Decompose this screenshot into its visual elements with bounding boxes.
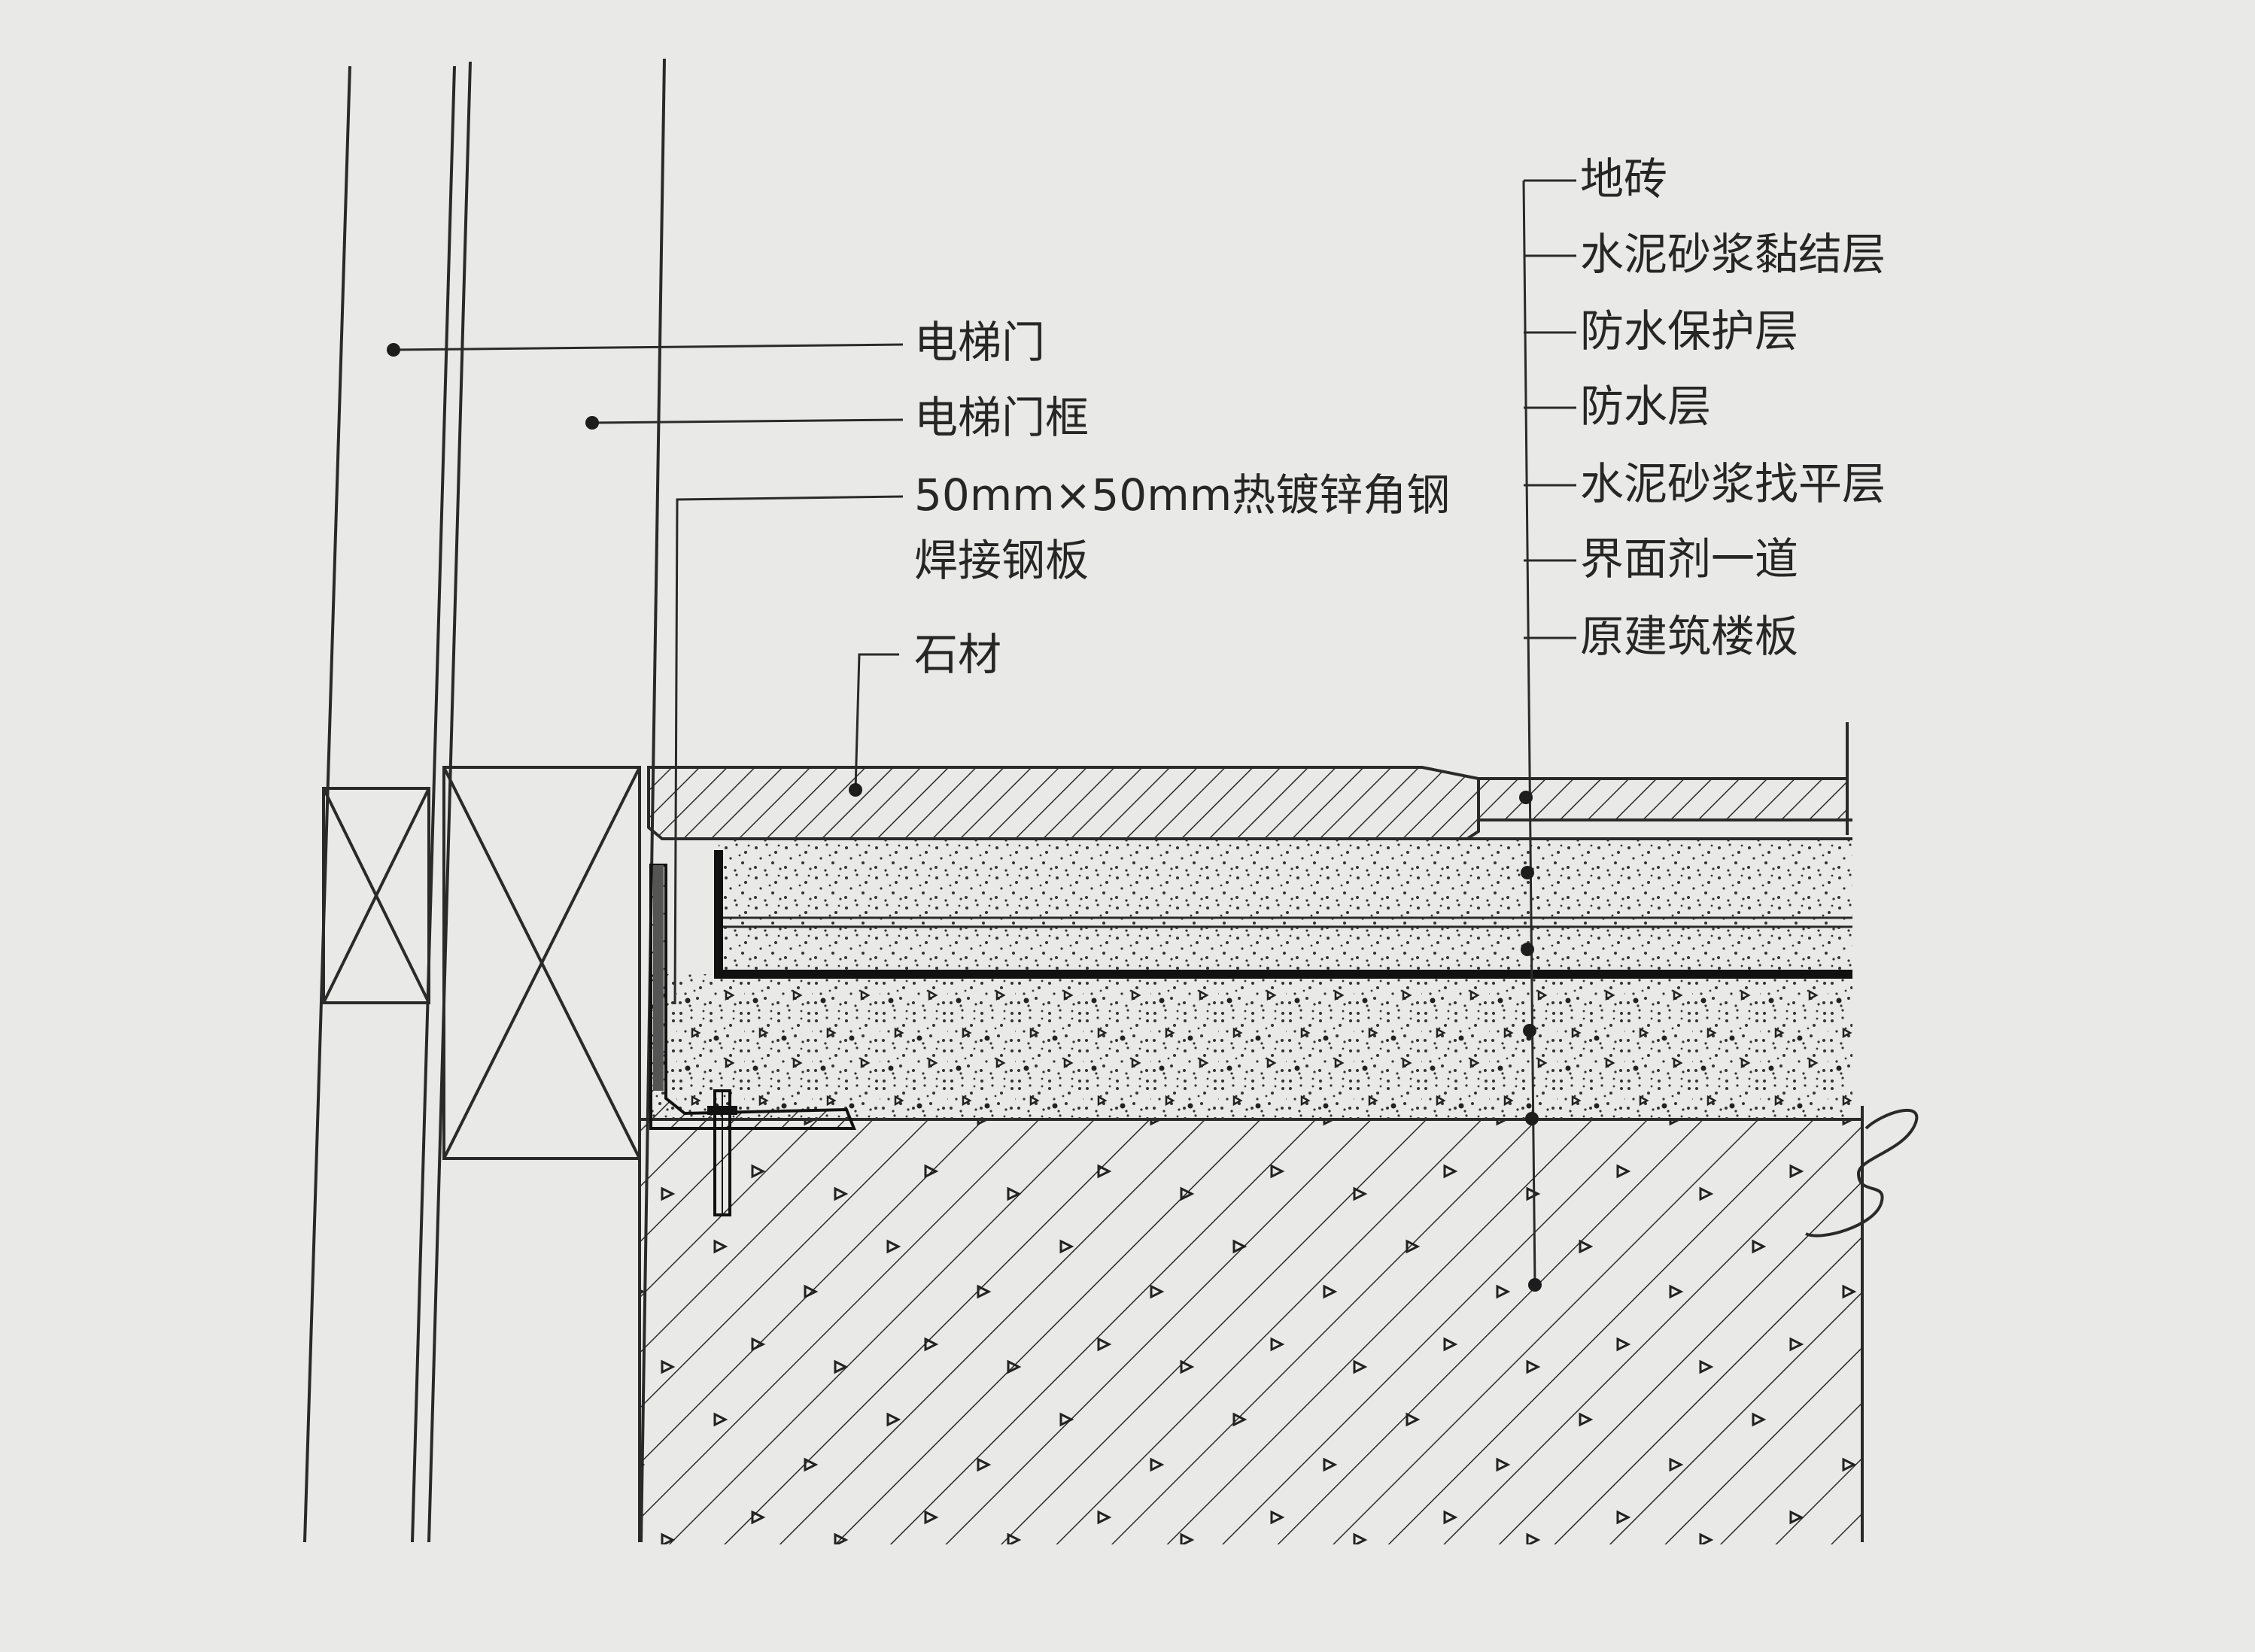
stone-leader-dot [849,783,862,797]
left-leaders [393,343,904,1005]
stone-threshold [647,766,1480,840]
label-elevator-door: 电梯门 [914,317,1045,368]
door-leader-dot [387,343,400,357]
label-angle-steel: 50mm×50mm热镀锌角钢 [914,469,1450,521]
label-elevator-door-frame: 电梯门框 [914,392,1089,443]
door-frame-box [442,766,641,1160]
break-line [1805,1108,1919,1237]
right-leader-dots [1519,791,1542,1292]
label-leveling-mortar: 水泥砂浆找平层 [1580,458,1886,509]
structural-slab [638,1106,1864,1544]
label-stone: 石材 [914,629,1001,680]
bonding-mortar-layer [719,839,1852,922]
anchor-bolt [707,1089,737,1216]
right-leaders [1522,179,1576,1287]
waterproof-layer [714,850,1852,979]
floor-tile [1477,777,1849,821]
label-waterproof-layer: 防水层 [1580,381,1711,432]
label-interface-agent: 界面剂一道 [1580,533,1798,585]
label-bonding-mortar: 水泥砂浆黏结层 [1580,229,1886,280]
galvanized-angle-steel [649,864,856,1130]
label-waterproof-protection: 防水保护层 [1580,305,1798,357]
waterproof-protection-layer [719,922,1852,974]
label-welded-plate: 焊接钢板 [914,535,1089,586]
leveling-mortar-layer [649,974,1852,1119]
label-original-slab: 原建筑楼板 [1580,611,1798,662]
label-floor-tile: 地砖 [1580,153,1667,205]
door-bottom-box [322,787,430,1004]
frame-leader-dot [585,416,599,430]
